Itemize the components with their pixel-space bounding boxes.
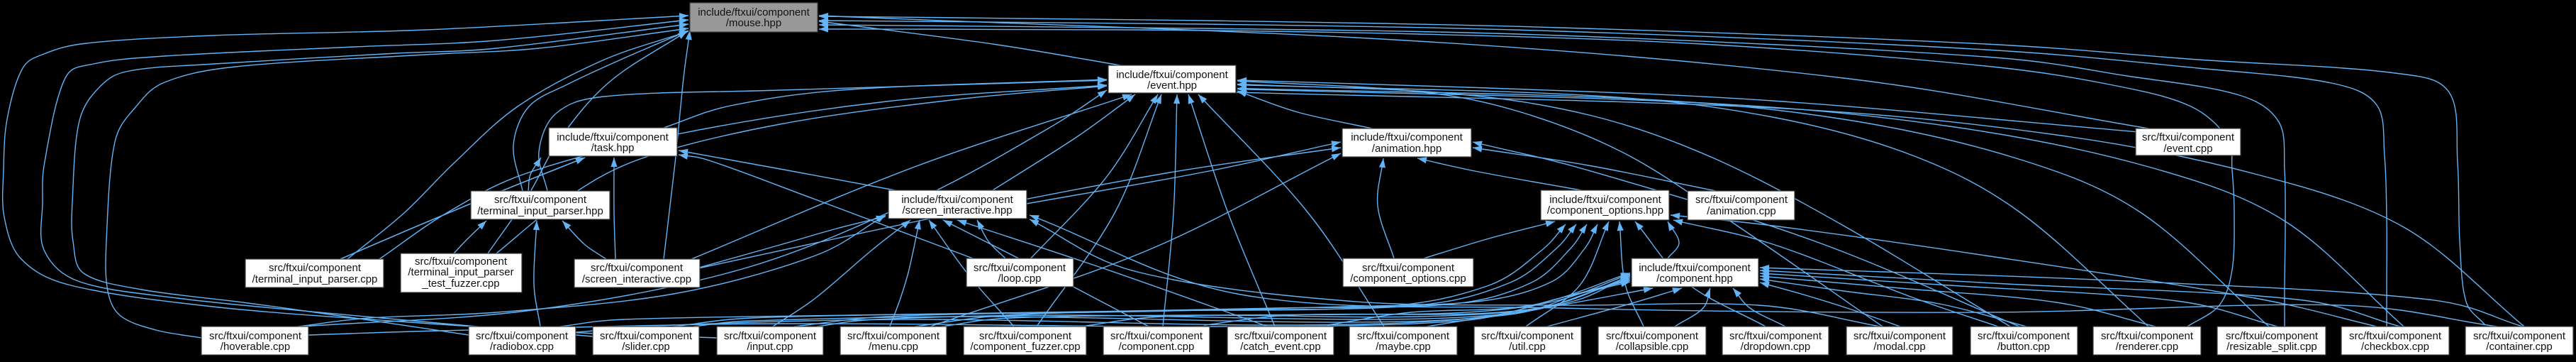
- svg-text:src/ftxui/component: src/ftxui/component: [494, 194, 587, 206]
- svg-text:/animation.cpp: /animation.cpp: [1707, 205, 1776, 217]
- svg-text:include/ftxui/component: include/ftxui/component: [1639, 262, 1751, 274]
- svg-text:/radiobox.cpp: /radiobox.cpp: [490, 341, 554, 353]
- svg-text:/terminal_input_parser: /terminal_input_parser: [408, 266, 513, 278]
- svg-text:src/ftxui/component: src/ftxui/component: [1695, 194, 1788, 206]
- svg-text:/screen_interactive.hpp: /screen_interactive.hpp: [902, 204, 1012, 216]
- svg-text:src/ftxui/component: src/ftxui/component: [1110, 330, 1203, 342]
- svg-text:include/ftxui/component: include/ftxui/component: [1351, 131, 1463, 143]
- svg-text:/menu.cpp: /menu.cpp: [869, 341, 918, 353]
- svg-text:/animation.hpp: /animation.hpp: [1372, 143, 1442, 155]
- svg-text:include/ftxui/component: include/ftxui/component: [557, 131, 669, 143]
- svg-text:src/ftxui/component: src/ftxui/component: [591, 262, 684, 274]
- svg-text:/terminal_input_parser.hpp: /terminal_input_parser.hpp: [477, 205, 603, 217]
- svg-text:/screen_interactive.cpp: /screen_interactive.cpp: [582, 273, 691, 285]
- svg-text:/loop.cpp: /loop.cpp: [998, 273, 1042, 285]
- svg-text:/component_fuzzer.cpp: /component_fuzzer.cpp: [970, 341, 1080, 353]
- svg-text:/event.cpp: /event.cpp: [2163, 143, 2212, 155]
- svg-text:src/ftxui/component: src/ftxui/component: [476, 330, 569, 342]
- svg-text:/component_options.cpp: /component_options.cpp: [1350, 273, 1466, 285]
- svg-text:/util.cpp: /util.cpp: [1509, 341, 1546, 353]
- svg-text:src/ftxui/component: src/ftxui/component: [1978, 330, 2070, 342]
- svg-text:src/ftxui/component: src/ftxui/component: [415, 256, 508, 268]
- svg-text:src/ftxui/component: src/ftxui/component: [2473, 330, 2566, 342]
- svg-text:src/ftxui/component: src/ftxui/component: [1729, 330, 1822, 342]
- svg-text:src/ftxui/component: src/ftxui/component: [2349, 330, 2442, 342]
- svg-text:/dropdown.cpp: /dropdown.cpp: [1741, 341, 1810, 353]
- svg-text:/button.cpp: /button.cpp: [1997, 341, 2050, 353]
- svg-text:src/ftxui/component: src/ftxui/component: [979, 330, 1072, 342]
- svg-text:src/ftxui/component: src/ftxui/component: [1357, 330, 1450, 342]
- svg-text:include/ftxui/component: include/ftxui/component: [1116, 69, 1228, 81]
- svg-text:/terminal_input_parser.cpp: /terminal_input_parser.cpp: [252, 273, 378, 285]
- svg-text:src/ftxui/component: src/ftxui/component: [2226, 330, 2319, 342]
- svg-text:/component.cpp: /component.cpp: [1119, 341, 1195, 353]
- svg-text:/checkbox.cpp: /checkbox.cpp: [2361, 341, 2429, 353]
- svg-text:/container.cpp: /container.cpp: [2486, 341, 2552, 353]
- svg-text:src/ftxui/component: src/ftxui/component: [2142, 131, 2235, 143]
- svg-text:src/ftxui/component: src/ftxui/component: [724, 330, 817, 342]
- svg-text:/collapsible.cpp: /collapsible.cpp: [1616, 341, 1689, 353]
- svg-text:src/ftxui/component: src/ftxui/component: [600, 330, 693, 342]
- svg-text:include/ftxui/component: include/ftxui/component: [698, 6, 810, 18]
- svg-text:/task.hpp: /task.hpp: [591, 142, 635, 154]
- svg-text:/maybe.cpp: /maybe.cpp: [1376, 341, 1431, 353]
- svg-text:/event.hpp: /event.hpp: [1147, 79, 1197, 92]
- svg-text:/mouse.hpp: /mouse.hpp: [726, 17, 781, 29]
- svg-text:/component.hpp: /component.hpp: [1656, 273, 1733, 285]
- svg-text:src/ftxui/component: src/ftxui/component: [2101, 330, 2194, 342]
- svg-text:/slider.cpp: /slider.cpp: [622, 341, 670, 353]
- svg-text:/component_options.hpp: /component_options.hpp: [1547, 204, 1663, 216]
- svg-text:include/ftxui/component: include/ftxui/component: [901, 194, 1013, 206]
- svg-text:src/ftxui/component: src/ftxui/component: [847, 330, 940, 342]
- svg-text:src/ftxui/component: src/ftxui/component: [269, 262, 362, 274]
- svg-text:/hoverable.cpp: /hoverable.cpp: [221, 341, 290, 353]
- svg-text:/resizable_split.cpp: /resizable_split.cpp: [2226, 341, 2317, 353]
- svg-text:src/ftxui/component: src/ftxui/component: [1606, 330, 1699, 342]
- svg-text:src/ftxui/component: src/ftxui/component: [1362, 262, 1455, 274]
- svg-text:src/ftxui/component: src/ftxui/component: [1481, 330, 1574, 342]
- svg-text:include/ftxui/component: include/ftxui/component: [1549, 194, 1661, 206]
- svg-text:/catch_event.cpp: /catch_event.cpp: [1240, 341, 1320, 353]
- svg-text:src/ftxui/component: src/ftxui/component: [1234, 330, 1327, 342]
- svg-text:_test_fuzzer.cpp: _test_fuzzer.cpp: [421, 278, 499, 290]
- svg-text:src/ftxui/component: src/ftxui/component: [974, 262, 1066, 274]
- svg-text:/input.cpp: /input.cpp: [747, 341, 793, 353]
- svg-text:/modal.cpp: /modal.cpp: [1873, 341, 1925, 353]
- svg-text:/renderer.cpp: /renderer.cpp: [2116, 341, 2178, 353]
- svg-text:src/ftxui/component: src/ftxui/component: [209, 330, 302, 342]
- svg-text:src/ftxui/component: src/ftxui/component: [1853, 330, 1946, 342]
